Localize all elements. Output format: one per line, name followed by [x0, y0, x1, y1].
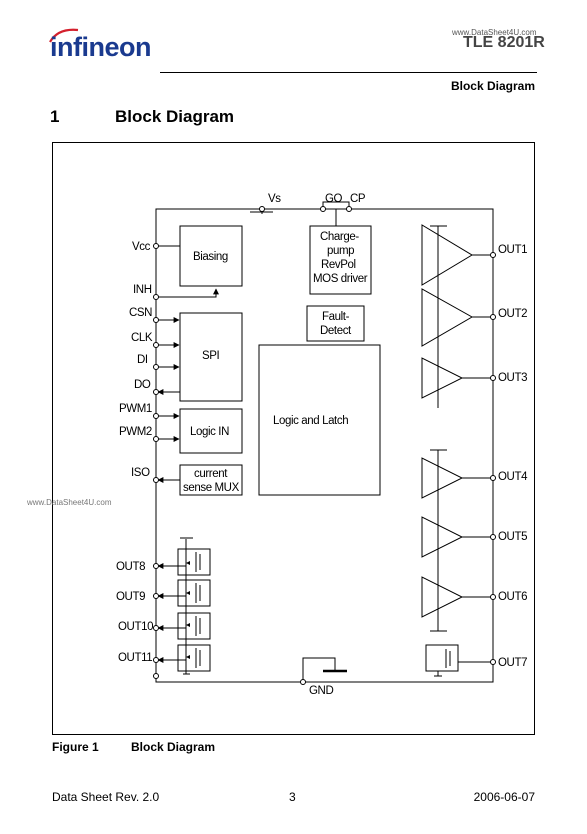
pin-csn: CSN [129, 307, 152, 319]
fault-line-1: Fault- [322, 311, 350, 323]
logic-in-block: Logic IN [179, 408, 243, 454]
current-sense-mux-block: current sense MUX [179, 464, 243, 496]
figure-title: Block Diagram [131, 740, 216, 754]
pin-out3: OUT3 [498, 372, 527, 384]
pin-out9: OUT9 [116, 591, 145, 603]
low-side-switches [157, 537, 211, 675]
pin-out7: OUT7 [498, 657, 527, 669]
header-rule [160, 72, 537, 73]
cp-line-2: pump [327, 245, 354, 257]
go-cp-pins: GO CP [320, 193, 366, 226]
gnd-pin: GND [300, 657, 347, 697]
right-output-labels: OUT1 OUT2 OUT3 OUT4 OUT5 OUT6 OUT7 [498, 244, 528, 669]
pin-di: DI [137, 354, 148, 366]
biasing-label: Biasing [193, 251, 228, 263]
pin-pwm2: PWM2 [119, 426, 152, 438]
section-title: Block Diagram [115, 107, 235, 126]
mux-line-2: sense MUX [183, 482, 240, 494]
pin-out5: OUT5 [498, 531, 527, 543]
fault-detect-block: Fault- Detect [306, 305, 365, 342]
gnd-label: GND [309, 685, 333, 697]
footer-date: 2006-06-07 [473, 790, 535, 804]
figure-label: Figure 1 [52, 740, 99, 754]
biasing-block: Biasing [179, 225, 243, 287]
left-output-labels: OUT8 OUT9 OUT10 OUT11 [116, 561, 153, 664]
logic-label: Logic and Latch [273, 415, 348, 427]
watermark-top: www.DataSheet4U.com [452, 28, 537, 37]
section-number: 1 [50, 107, 60, 126]
go-label: GO [325, 193, 343, 205]
right-output-drivers [421, 224, 491, 677]
pin-out6: OUT6 [498, 591, 527, 603]
pin-out2: OUT2 [498, 308, 527, 320]
pin-out1: OUT1 [498, 244, 527, 256]
left-pin-circles [153, 243, 159, 483]
figure-frame [52, 142, 535, 735]
charge-pump-block: Charge- pump RevPol MOS driver [309, 225, 372, 295]
pin-iso: ISO [131, 467, 150, 479]
pin-out8: OUT8 [116, 561, 145, 573]
left-pin-labels: Vcc INH CSN CLK DI DO PWM1 PWM2 ISO [119, 241, 153, 479]
logic-latch-block: Logic and Latch [258, 344, 381, 496]
cp-line-1: Charge- [320, 231, 359, 243]
pin-out11: OUT11 [118, 652, 152, 664]
pin-do: DO [134, 379, 151, 391]
mux-line-1: current [194, 468, 228, 480]
cp-line-3: RevPol [321, 259, 356, 271]
logo-swoosh [49, 28, 79, 43]
vs-pin: Vs [250, 193, 282, 214]
footer-doc-rev: Data Sheet Rev. 2.0 [52, 790, 160, 804]
pin-out4: OUT4 [498, 471, 528, 483]
product-name: TLE 8201R [463, 34, 545, 51]
spi-label: SPI [202, 350, 220, 362]
logic-in-label: Logic IN [190, 426, 229, 438]
pin-out10: OUT10 [118, 621, 153, 633]
spi-block: SPI [179, 312, 243, 402]
pin-vcc: Vcc [132, 241, 151, 253]
fault-line-2: Detect [320, 325, 352, 337]
infineon-logo: infineon [50, 32, 151, 62]
right-output-circles [490, 252, 496, 665]
running-header: Block Diagram [450, 79, 535, 93]
left-output-circles [153, 563, 159, 679]
vs-label: Vs [268, 193, 281, 205]
left-pin-wiring [156, 245, 219, 483]
pin-clk: CLK [131, 332, 153, 344]
cp-line-4: MOS driver [313, 273, 368, 285]
watermark-mid: www.DataSheet4U.com [27, 498, 112, 507]
low-side-gate-arrows [186, 561, 190, 659]
pin-inh: INH [133, 284, 152, 296]
pin-pwm1: PWM1 [119, 403, 152, 415]
cp-label: CP [350, 193, 366, 205]
footer-page-number: 3 [289, 790, 296, 804]
